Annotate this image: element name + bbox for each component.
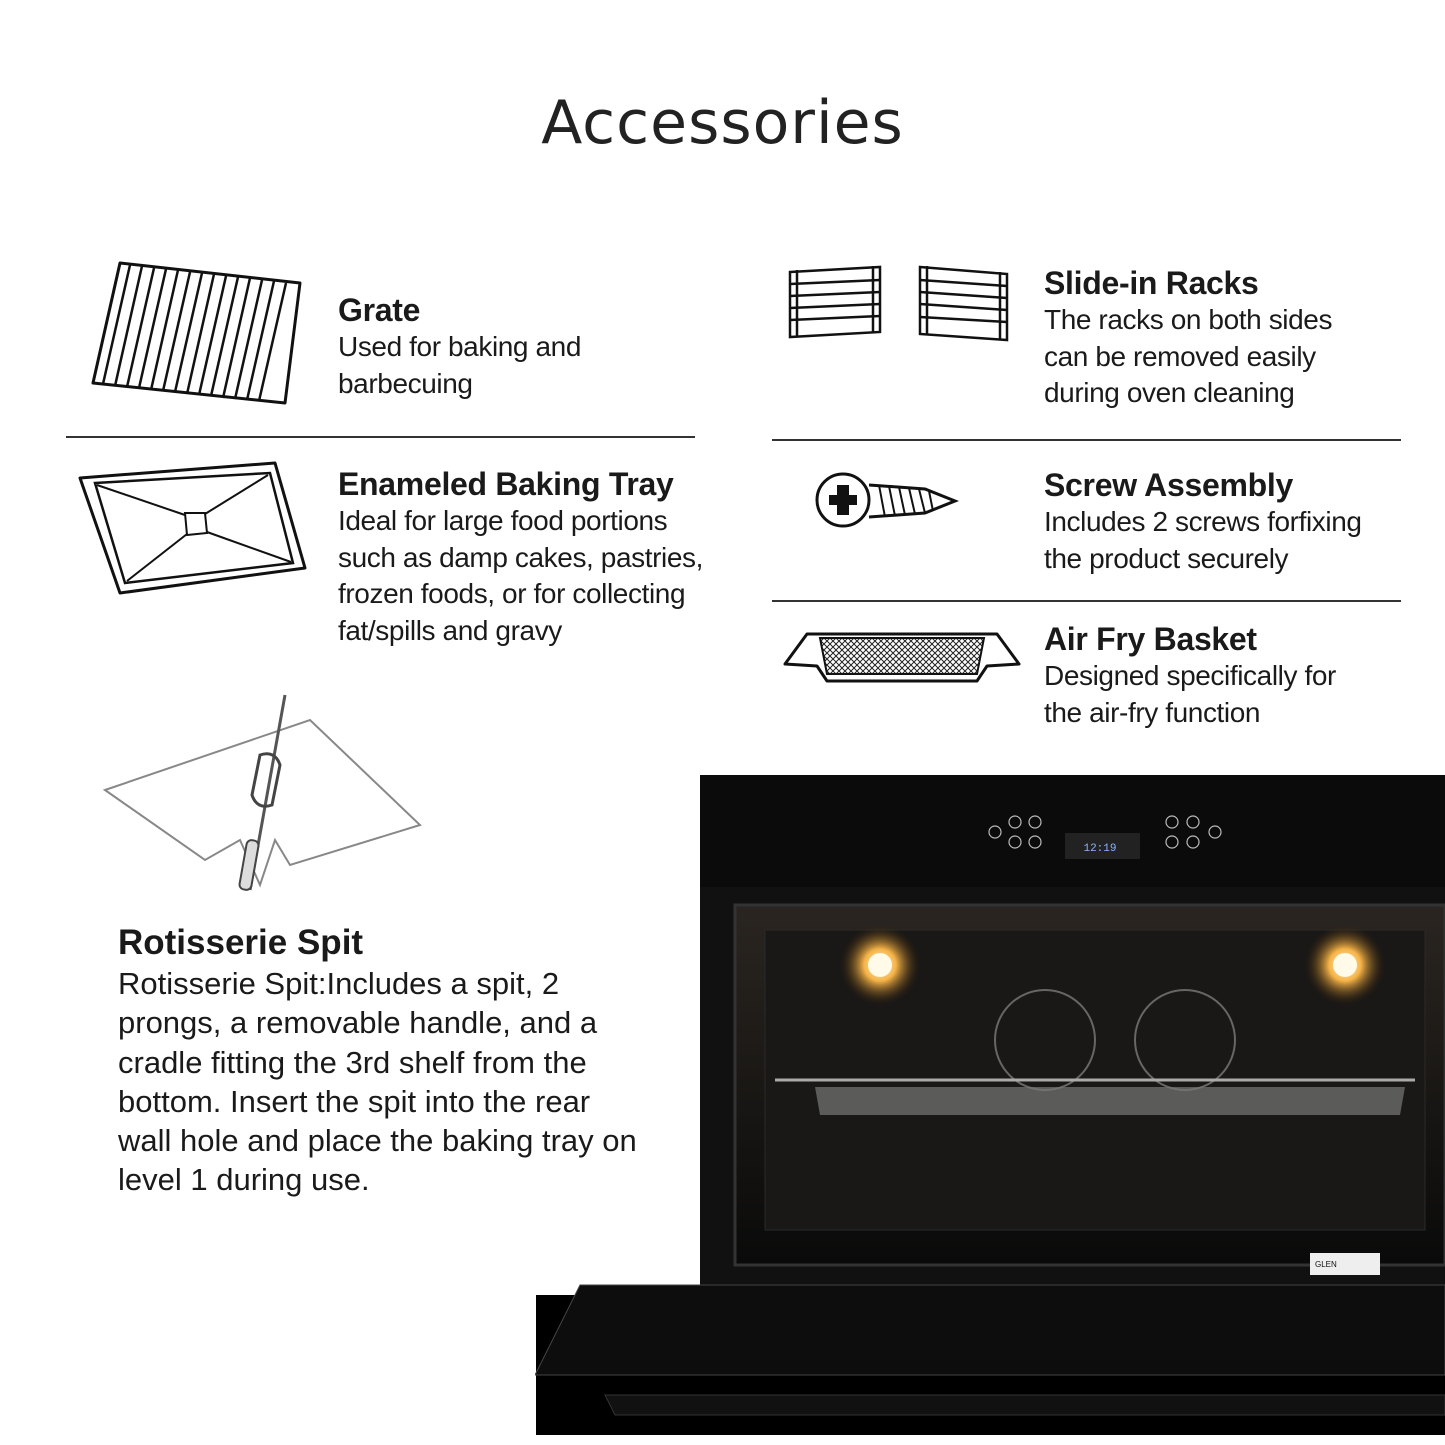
page-title: Accessories	[541, 88, 904, 158]
accessory-baking-tray: Enameled Baking Tray Ideal for large foo…	[338, 465, 718, 649]
divider	[772, 439, 1401, 441]
accessory-description: Rotisserie Spit:Includes a spit, 2 prong…	[118, 966, 637, 1198]
accessory-description: Used for baking and barbecuing	[338, 331, 582, 399]
accessory-title: Rotisserie Spit	[118, 923, 364, 962]
accessory-title: Slide-in Racks	[1044, 265, 1259, 301]
accessory-description: The racks on both sides can be removed e…	[1044, 304, 1333, 408]
rotisserie-spit-icon	[102, 694, 422, 891]
accessory-screw-assembly: Screw Assembly Includes 2 screws forfixi…	[1044, 466, 1394, 577]
baking-tray-icon	[78, 461, 307, 595]
slide-in-racks-icon	[788, 265, 1009, 342]
accessory-title: Air Fry Basket	[1044, 621, 1257, 657]
accessory-description: Ideal for large food portions such as da…	[338, 505, 704, 646]
accessory-grate: Grate Used for baking and barbecuing	[338, 291, 638, 402]
grate-icon	[91, 261, 302, 405]
accessory-title: Grate	[338, 292, 421, 328]
divider	[772, 600, 1401, 602]
oven-brand-label: GLEN	[1315, 1260, 1337, 1269]
divider	[66, 436, 695, 438]
air-fry-basket-icon	[783, 632, 1021, 683]
accessory-title: Screw Assembly	[1044, 467, 1293, 503]
screw-icon	[815, 472, 960, 528]
oven-display-time: 12:19	[1083, 843, 1116, 855]
accessory-description: Designed specifically for the air-fry fu…	[1044, 660, 1336, 728]
accessory-air-fry-basket: Air Fry Basket Designed specifically for…	[1044, 620, 1374, 731]
accessory-description: Includes 2 screws forfixing the product …	[1044, 506, 1362, 574]
accessory-slide-in-racks: Slide-in Racks The racks on both sides c…	[1044, 264, 1374, 412]
accessory-rotisserie-spit: Rotisserie Spit Rotisserie Spit:Includes…	[118, 922, 638, 1200]
accessory-title: Enameled Baking Tray	[338, 466, 674, 502]
oven-image: 12:19 GLEN	[535, 775, 1445, 1435]
